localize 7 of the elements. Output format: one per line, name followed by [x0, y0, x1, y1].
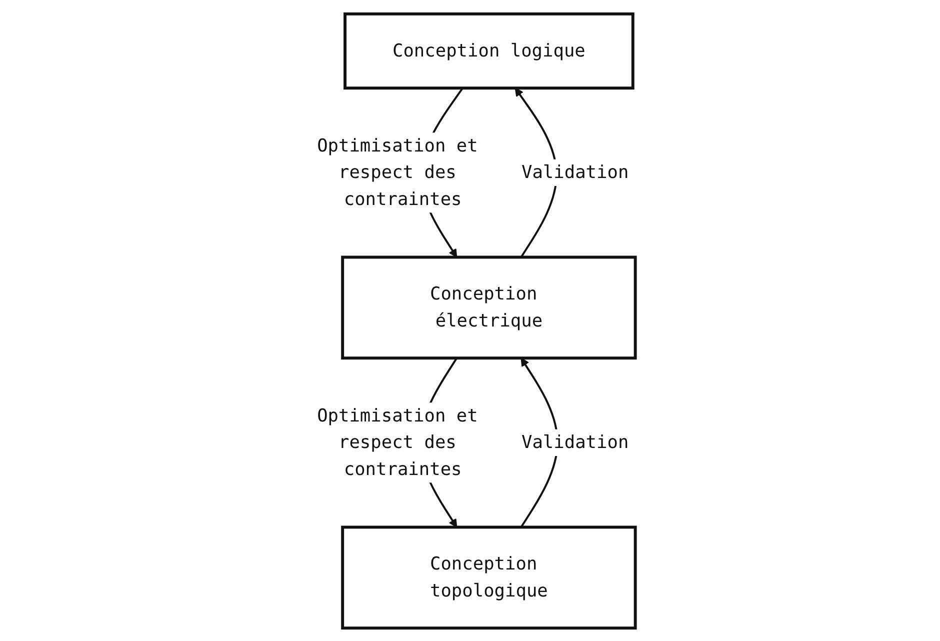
- edge-label: Validation: [522, 162, 630, 183]
- edge-label: Optimisation et respect des contraintes: [317, 405, 478, 480]
- node-box: Conception logique: [344, 12, 635, 90]
- node-box: Conception topologique: [341, 525, 638, 630]
- node-box: Conception électrique: [341, 255, 638, 360]
- edge-label: Optimisation et respect des contraintes: [317, 135, 478, 210]
- edge-label: Validation: [522, 432, 630, 453]
